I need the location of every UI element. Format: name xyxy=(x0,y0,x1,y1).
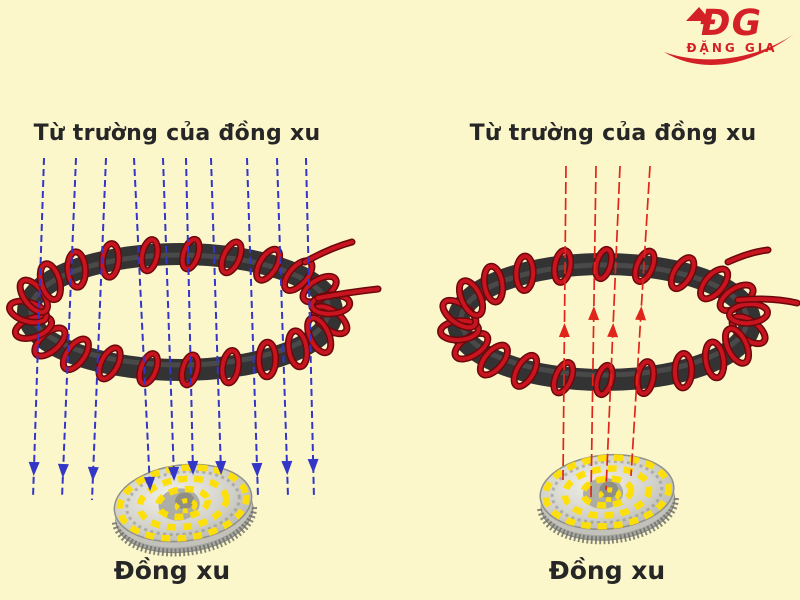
right-arrowhead-icon xyxy=(558,323,570,338)
left-arrowhead-icon xyxy=(28,461,40,476)
right-coin-label: Đồng xu xyxy=(548,556,666,585)
right-field-lines xyxy=(562,165,651,498)
right-field-arrows xyxy=(558,306,647,338)
right-arrowhead-icon xyxy=(588,306,600,321)
left-arrowhead-icon xyxy=(168,466,180,481)
logo-swoosh-graphic xyxy=(664,7,794,65)
left-arrowhead-icon xyxy=(57,463,69,478)
left-arrowhead-icon xyxy=(307,458,319,473)
left-eddy-currents xyxy=(116,464,250,542)
right-arrowhead-icon xyxy=(607,323,619,338)
right-coil-winding xyxy=(437,245,771,399)
right-wire-tails xyxy=(724,246,800,307)
right-eddy-currents xyxy=(542,454,672,530)
logo-name: ĐẶNG GIA xyxy=(686,41,778,55)
right-panel-graphic xyxy=(437,165,800,545)
logo-arrow-icon xyxy=(686,7,711,21)
logo-monogram: ĐG xyxy=(696,3,766,44)
left-coil xyxy=(6,235,382,389)
right-coin-reeded-edge xyxy=(537,496,679,545)
left-arrowhead-icon xyxy=(281,460,293,475)
logo-swoosh xyxy=(664,34,794,65)
left-coin xyxy=(111,463,257,557)
left-arrowhead-icon xyxy=(143,476,155,491)
left-coil-winding xyxy=(6,235,354,389)
right-arrowhead-icon xyxy=(635,306,647,321)
left-coin-reeded-edge xyxy=(111,505,257,557)
left-arrowhead-icon xyxy=(251,462,263,477)
left-field-lines xyxy=(32,157,315,501)
dang-gia-logo xyxy=(660,2,800,74)
left-coin-label: Đồng xu xyxy=(113,556,231,585)
right-coil xyxy=(437,245,800,399)
left-arrowhead-icon xyxy=(215,460,227,475)
left-field-arrows xyxy=(28,458,319,491)
right-coin xyxy=(537,453,679,545)
left-panel-graphic xyxy=(6,157,382,557)
left-panel-title: Từ trường của đồng xu xyxy=(33,121,321,146)
left-arrowhead-icon xyxy=(187,460,199,475)
right-panel-title: Từ trường của đồng xu xyxy=(469,121,757,146)
left-arrowhead-icon xyxy=(87,466,99,481)
